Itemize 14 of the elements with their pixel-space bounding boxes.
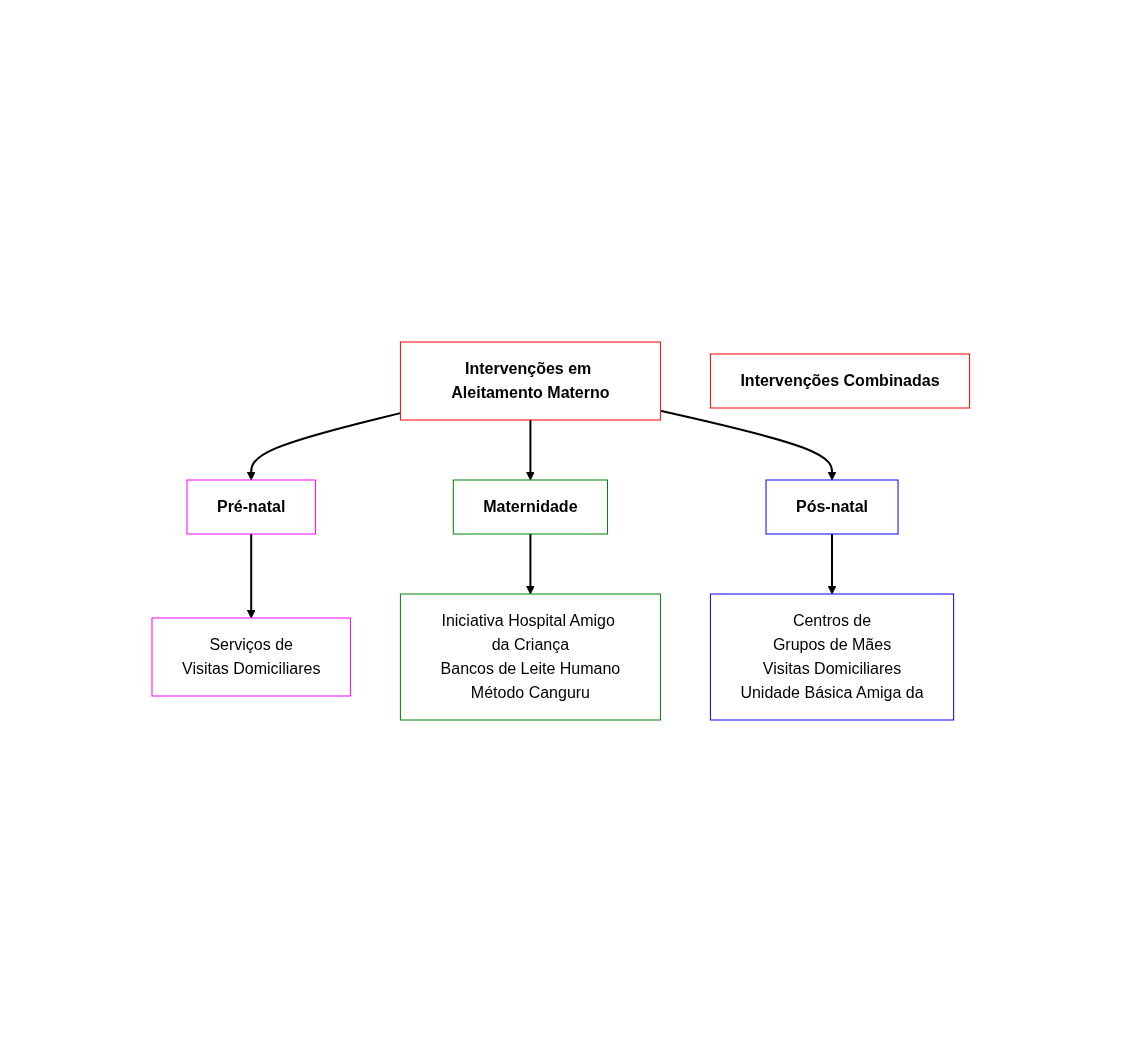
arrow — [247, 411, 402, 480]
arrow — [526, 532, 535, 594]
arrow — [526, 418, 535, 480]
arrow — [247, 532, 256, 618]
node-box: Iniciativa Hospital Amigo da Criança Bancos de Leite Humano Método Canguru — [400, 593, 662, 720]
arrow — [827, 532, 837, 594]
node-box: Centros de Grupos de Mães Visitas Domiciliares Unidade Básica Amiga da — [710, 593, 955, 720]
node-box: Maternidade — [453, 479, 609, 534]
node-box: Intervenções em Aleitamento Materno — [400, 341, 662, 420]
node-box: Serviços de Visitas Domiciliares — [151, 617, 352, 696]
node-box: Intervenções Combinadas — [710, 353, 971, 408]
node-box: Pré-natal — [186, 479, 317, 534]
node-box: Pós-natal — [765, 479, 899, 534]
arrow — [659, 409, 837, 480]
